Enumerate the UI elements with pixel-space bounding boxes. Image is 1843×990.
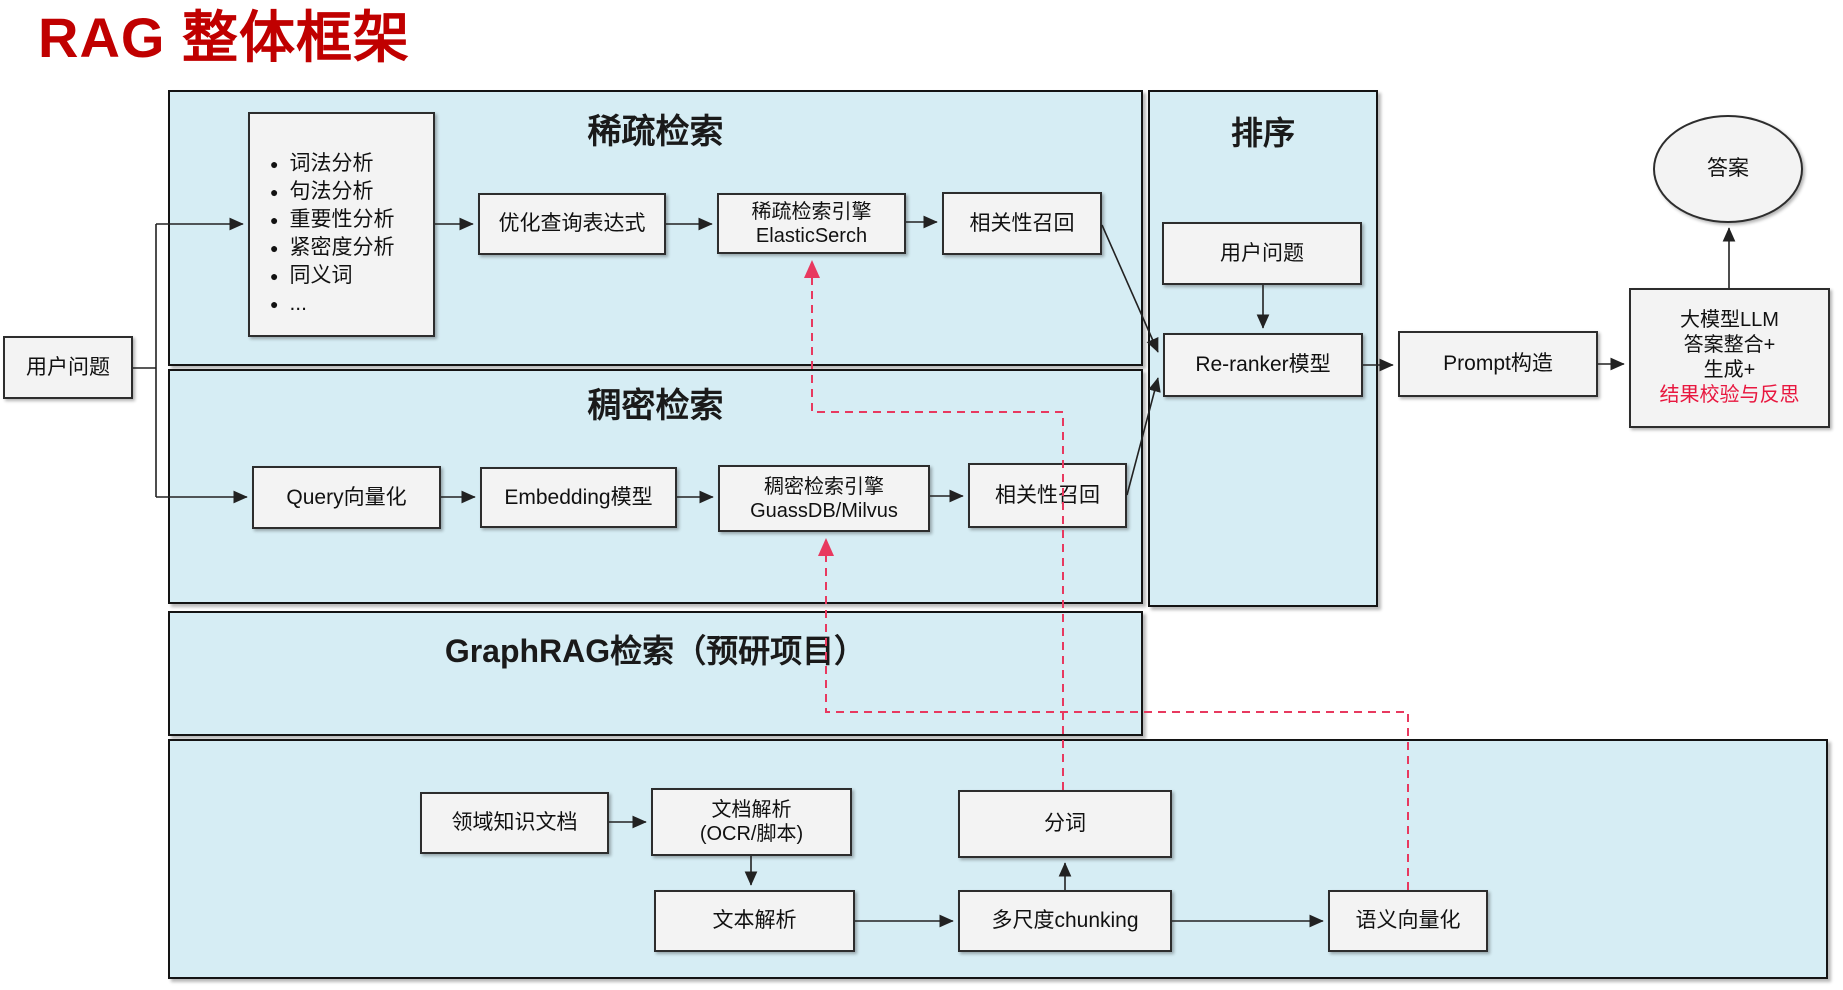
sparse-recall-label: 相关性召回 (969, 211, 1075, 235)
chunking-label: 多尺度chunking (991, 909, 1139, 933)
semantic-vectorize-box: 语义向量化 (1328, 890, 1488, 952)
llm-line3: 生成+ (1703, 359, 1756, 381)
sparse-engine-line1: 稀疏检索引擎 (751, 200, 872, 223)
page-title: RAG 整体框架 (38, 6, 410, 69)
optimize-query-label: 优化查询表达式 (498, 212, 646, 236)
list-item-label: 句法分析 (289, 180, 374, 204)
dense-engine-line2: GuassDB/Milvus (750, 499, 898, 522)
list-item: ● 紧密度分析 (270, 234, 394, 262)
text-parse-label: 文本解析 (712, 909, 797, 933)
reranker-box: Re-ranker模型 (1163, 333, 1363, 397)
doc-parse-line2: (OCR/脚本) (699, 823, 804, 845)
llm-box: 大模型LLM 答案整合+ 生成+ 结果校验与反思 (1629, 288, 1830, 428)
optimize-query-box: 优化查询表达式 (478, 193, 666, 255)
list-item: ● 重要性分析 (270, 206, 394, 234)
doc-parse-box: 文档解析 (OCR/脚本) (651, 788, 852, 856)
list-item: ● 词法分析 (270, 150, 373, 178)
rank-user-question-box: 用户问题 (1162, 222, 1362, 285)
query-vectorize-label: Query向量化 (286, 485, 407, 509)
query-analysis-list: ● 词法分析 ● 句法分析 ● 重要性分析 ● 紧密度分析 ● 同义词 ● ..… (248, 112, 435, 337)
bullet-icon: ● (270, 268, 279, 284)
reranker-label: Re-ranker模型 (1195, 353, 1331, 377)
list-item-label: 词法分析 (289, 152, 374, 176)
sparse-recall-box: 相关性召回 (942, 192, 1102, 255)
graphrag-section: GraphRAG检索（预研项目） (168, 611, 1143, 736)
list-item-label: 重要性分析 (289, 208, 395, 232)
prompt-build-label: Prompt构造 (1443, 352, 1553, 376)
query-vectorize-box: Query向量化 (252, 466, 441, 529)
doc-parse-line1: 文档解析 (711, 799, 792, 821)
dense-recall-label: 相关性召回 (995, 483, 1100, 507)
llm-line4: 结果校验与反思 (1659, 383, 1800, 406)
ranking-section-title: 排序 (1230, 115, 1295, 151)
dense-engine-box: 稠密检索引擎 GuassDB/Milvus (718, 465, 930, 532)
domain-docs-box: 领域知识文档 (420, 792, 609, 854)
user-question-box: 用户问题 (3, 336, 133, 399)
chunking-box: 多尺度chunking (958, 890, 1172, 952)
sparse-engine-line2: ElasticSerch (755, 224, 868, 247)
answer-label: 答案 (1707, 157, 1749, 181)
answer-ellipse: 答案 (1653, 115, 1803, 223)
bullet-icon: ● (270, 184, 279, 200)
dense-section-title: 稠密检索 (587, 387, 724, 425)
semantic-vectorize-label: 语义向量化 (1355, 909, 1461, 933)
dense-recall-box: 相关性召回 (968, 463, 1127, 528)
sparse-section-title: 稀疏检索 (587, 113, 724, 151)
graphrag-section-title: GraphRAG检索（预研项目） (444, 633, 867, 669)
bullet-icon: ● (270, 156, 279, 172)
embedding-model-box: Embedding模型 (480, 467, 677, 528)
llm-line1: 大模型LLM (1680, 309, 1779, 332)
dense-engine-line1: 稠密检索引擎 (764, 475, 884, 498)
embedding-model-label: Embedding模型 (504, 485, 653, 509)
bullet-icon: ● (270, 296, 279, 312)
list-item: ● 同义词 (270, 262, 352, 290)
list-item: ● 句法分析 (270, 178, 373, 206)
tokenize-label: 分词 (1044, 812, 1086, 836)
list-item-label: 同义词 (289, 264, 353, 288)
text-parse-box: 文本解析 (654, 890, 855, 952)
tokenize-box: 分词 (958, 790, 1172, 858)
bullet-icon: ● (270, 212, 279, 228)
list-item: ● ... (270, 290, 307, 318)
rank-user-question-label: 用户问题 (1220, 241, 1304, 265)
list-item-label: 紧密度分析 (289, 236, 395, 260)
domain-docs-label: 领域知识文档 (451, 811, 578, 835)
prompt-build-box: Prompt构造 (1398, 331, 1598, 397)
bullet-icon: ● (270, 240, 279, 256)
user-question-label: 用户问题 (26, 355, 110, 379)
llm-line2: 答案整合+ (1683, 334, 1776, 357)
list-item-label: ... (289, 292, 307, 316)
sparse-engine-box: 稀疏检索引擎 ElasticSerch (717, 193, 906, 254)
